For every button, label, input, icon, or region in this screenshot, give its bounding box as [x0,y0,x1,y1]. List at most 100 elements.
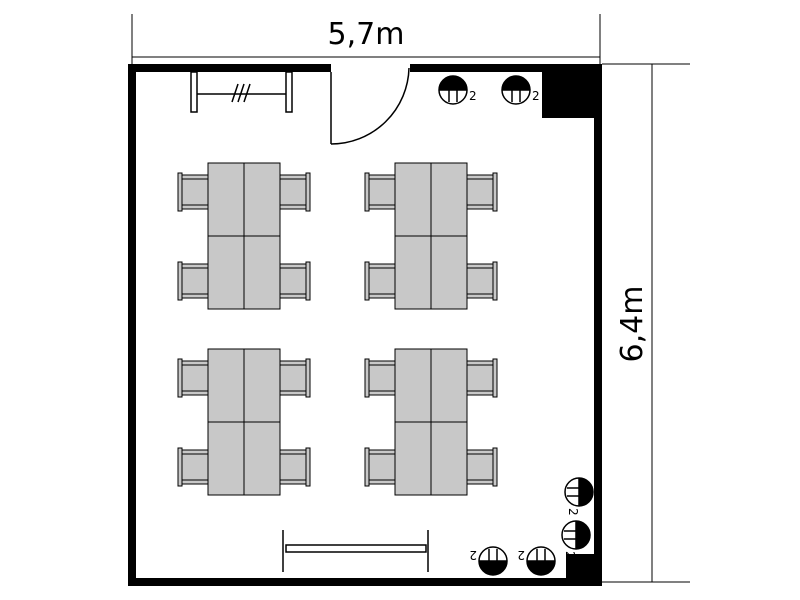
desk [207,348,245,423]
chair-seat [368,360,396,396]
chair [466,261,498,301]
chair-back [492,447,498,487]
chair [177,261,209,301]
door-swing-arc [330,67,410,145]
outlet-label: 2 [517,548,525,562]
coat-rack-post-right [285,71,293,113]
outlet: 2 [564,477,594,516]
walls [128,64,602,586]
desk-cluster [177,348,311,496]
chair [279,358,311,398]
chair-back [305,358,311,398]
chair [364,172,396,212]
chair-back [364,358,370,398]
chair-back [305,172,311,212]
desk [243,348,281,423]
desk [207,421,245,496]
outlet-label: 2 [469,548,477,562]
chair-back [177,172,183,212]
chair [279,172,311,212]
door [330,67,410,145]
outlet: 2 [438,75,477,105]
wall-left [128,64,136,586]
chair [466,358,498,398]
chair [177,447,209,487]
desk [430,421,468,496]
outlet-label: 2 [532,89,540,103]
chair-seat [181,174,209,210]
chair-seat [466,174,494,210]
wall-top-right [410,64,602,72]
desk-cluster [364,348,498,496]
whiteboard [282,530,429,572]
desk [207,162,245,237]
chair-seat [368,449,396,485]
chair-back [177,358,183,398]
chair-seat [181,449,209,485]
chair [364,358,396,398]
chair-seat [279,174,307,210]
chair-back [305,447,311,487]
chair-back [364,172,370,212]
chair-seat [181,360,209,396]
desk [243,421,281,496]
desk [394,162,432,237]
chair-back [492,358,498,398]
chair [177,358,209,398]
desk [394,235,432,310]
chair-back [364,261,370,301]
coat-rack [190,71,293,113]
desk [394,421,432,496]
desk-clusters [177,162,498,496]
chair-seat [368,174,396,210]
chair [466,447,498,487]
chair [279,447,311,487]
outlet-label: 2 [563,551,577,559]
outlet: 2 [561,520,591,559]
chair-back [305,261,311,301]
desk [243,235,281,310]
chair-seat [368,263,396,299]
chair [364,447,396,487]
width-label: 5,7m [328,17,405,52]
whiteboard-board [285,544,427,553]
chair [177,172,209,212]
chair-seat [279,360,307,396]
chair-seat [466,263,494,299]
desk-cluster [177,162,311,310]
desk [207,235,245,310]
chair-back [492,261,498,301]
chair [364,261,396,301]
desk [430,235,468,310]
chair-back [177,261,183,301]
chair-back [177,447,183,487]
desk [430,162,468,237]
chair-seat [466,360,494,396]
wall-top-left [128,64,331,72]
chair-seat [181,263,209,299]
outlets: 2 2 2 2 [438,75,594,576]
outlet-label: 2 [469,89,477,103]
coat-hanger [243,83,251,103]
outlet-label: 2 [566,508,580,516]
height-label: 6,4m [615,286,650,363]
desk [430,348,468,423]
coat-hanger [237,83,245,103]
coat-hanger [231,83,239,103]
wall-bottom [128,578,602,586]
outlet: 2 [469,546,508,576]
chair [466,172,498,212]
outlet: 2 [517,546,556,576]
desk [243,162,281,237]
chair-seat [279,263,307,299]
width-dimension: 5,7m [131,14,601,64]
chair-seat [466,449,494,485]
coat-rack-post-left [190,71,198,113]
desk-cluster [364,162,498,310]
corner-column-bottom-right [566,554,600,584]
chair-back [364,447,370,487]
chair [279,261,311,301]
corner-column-top-right [542,64,600,118]
chair-seat [279,449,307,485]
chair-back [492,172,498,212]
